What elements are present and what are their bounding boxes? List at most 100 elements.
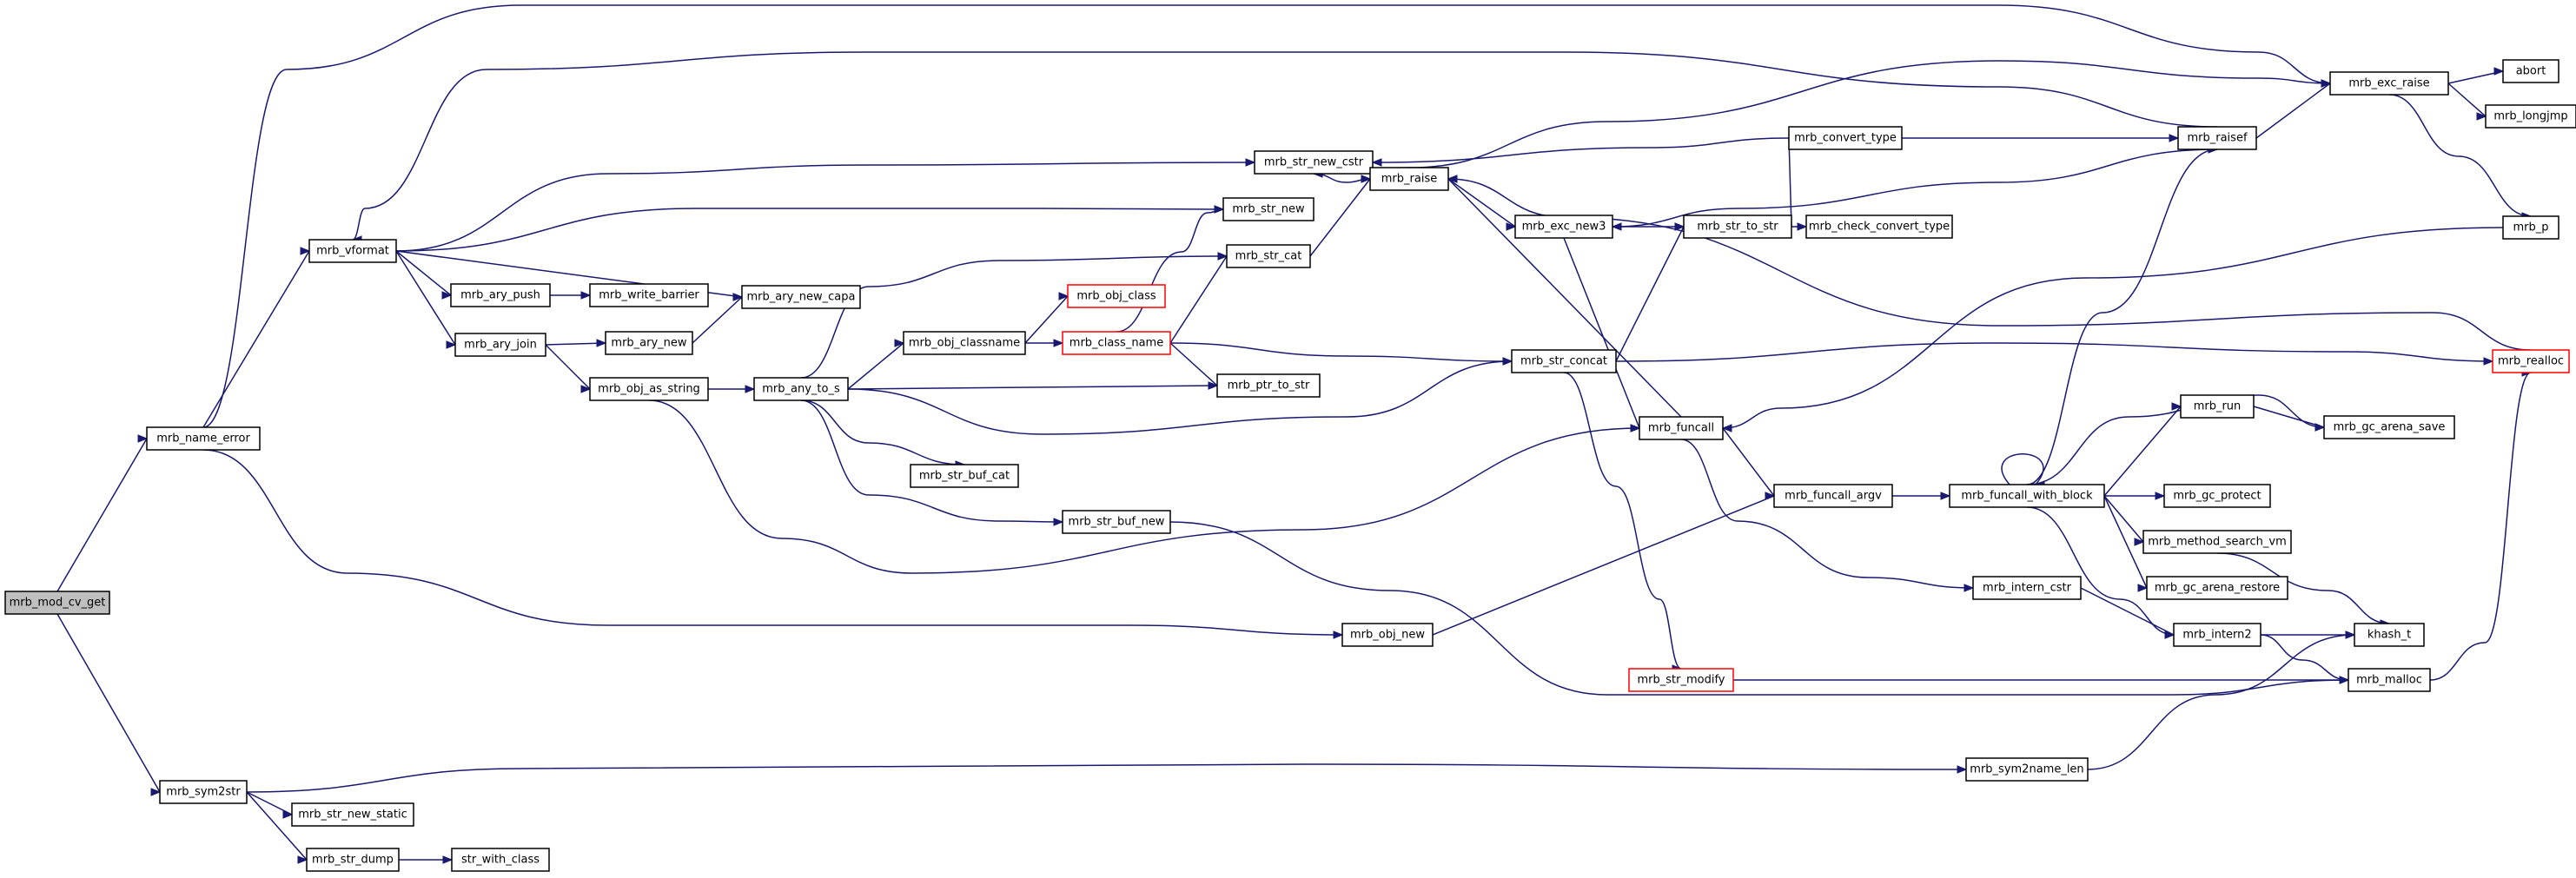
node-mrb-ary-new[interactable]: mrb_ary_new xyxy=(605,331,693,355)
node-box[interactable] xyxy=(1369,167,1449,191)
node-mrb-obj-as-string[interactable]: mrb_obj_as_string xyxy=(589,377,709,401)
node-mrb-name-error[interactable]: mrb_name_error xyxy=(146,426,261,451)
node-box[interactable] xyxy=(306,848,400,872)
node-mrb-check-convert-type[interactable]: mrb_check_convert_type xyxy=(1805,215,1953,239)
node-mrb-str-dump[interactable]: mrb_str_dump xyxy=(306,848,400,872)
node-box[interactable] xyxy=(1683,215,1792,239)
node-mrb-funcall-with-block[interactable]: mrb_funcall_with_block xyxy=(1949,484,2105,508)
node-box[interactable] xyxy=(1965,757,2089,782)
node-box[interactable] xyxy=(910,464,1019,488)
node-box[interactable] xyxy=(1788,126,1903,150)
node-box[interactable] xyxy=(159,780,248,804)
node-box[interactable] xyxy=(2329,71,2449,96)
node-mrb-funcall[interactable]: mrb_funcall xyxy=(1639,416,1724,440)
node-box[interactable] xyxy=(2323,415,2455,439)
node-box[interactable] xyxy=(1226,244,1311,268)
node-box[interactable] xyxy=(450,283,551,307)
node-mrb-str-buf-new[interactable]: mrb_str_buf_new xyxy=(1062,510,1171,534)
node-box[interactable] xyxy=(2502,59,2559,83)
node-box[interactable] xyxy=(454,333,546,357)
node-mrb-gc-protect[interactable]: mrb_gc_protect xyxy=(2163,484,2271,508)
node-box[interactable] xyxy=(589,377,709,401)
node-box[interactable] xyxy=(2142,530,2292,554)
node-box[interactable] xyxy=(1805,215,1953,239)
node-box[interactable] xyxy=(1062,510,1171,534)
node-mrb-ptr-to-str[interactable]: mrb_ptr_to_str xyxy=(1216,373,1321,398)
node-mrb-obj-classname[interactable]: mrb_obj_classname xyxy=(903,331,1026,355)
node-mrb-raise[interactable]: mrb_raise xyxy=(1369,167,1449,191)
node-box[interactable] xyxy=(1511,349,1617,373)
node-mrb-class-name[interactable]: mrb_class_name xyxy=(1062,331,1171,355)
node-box[interactable] xyxy=(4,591,110,615)
node-mrb-method-search-vm[interactable]: mrb_method_search_vm xyxy=(2142,530,2292,554)
node-box[interactable] xyxy=(2485,104,2576,129)
node-mrb-longjmp[interactable]: mrb_longjmp xyxy=(2485,104,2576,129)
node-mrb-gc-arena-restore[interactable]: mrb_gc_arena_restore xyxy=(2146,576,2288,600)
node-box[interactable] xyxy=(2163,484,2271,508)
node-mrb-gc-arena-save[interactable]: mrb_gc_arena_save xyxy=(2323,415,2455,439)
node-mrb-intern-cstr[interactable]: mrb_intern_cstr xyxy=(1972,576,2082,600)
node-box[interactable] xyxy=(2173,623,2261,647)
node-mrb-str-new-static[interactable]: mrb_str_new_static xyxy=(291,802,414,827)
node-box[interactable] xyxy=(741,285,861,309)
node-mrb-ary-push[interactable]: mrb_ary_push xyxy=(450,283,551,307)
node-mrb-exc-new3[interactable]: mrb_exc_new3 xyxy=(1514,215,1613,239)
node-box[interactable] xyxy=(451,848,550,872)
node-mrb-p[interactable]: mrb_p xyxy=(2502,215,2559,240)
node-mrb-raisef[interactable]: mrb_raisef xyxy=(2177,126,2257,150)
node-mrb-intern2[interactable]: mrb_intern2 xyxy=(2173,623,2261,647)
node-box[interactable] xyxy=(1067,284,1166,308)
node-box[interactable] xyxy=(2348,668,2431,692)
node-box[interactable] xyxy=(1628,668,1734,692)
node-box[interactable] xyxy=(146,426,261,451)
node-box[interactable] xyxy=(2177,126,2257,150)
node-box[interactable] xyxy=(1341,623,1434,647)
node-mrb-str-to-str[interactable]: mrb_str_to_str xyxy=(1683,215,1792,239)
node-box[interactable] xyxy=(1639,416,1724,440)
node-box[interactable] xyxy=(1062,331,1171,355)
node-box[interactable] xyxy=(2180,394,2255,419)
node-mrb-vformat[interactable]: mrb_vformat xyxy=(308,239,397,263)
node-box[interactable] xyxy=(605,331,693,355)
node-mrb-exc-raise[interactable]: mrb_exc_raise xyxy=(2329,71,2449,96)
node-mrb-str-concat[interactable]: mrb_str_concat xyxy=(1511,349,1617,373)
node-mrb-obj-new[interactable]: mrb_obj_new xyxy=(1341,623,1434,647)
node-mrb-str-modify[interactable]: mrb_str_modify xyxy=(1628,668,1734,692)
node-mrb-str-new[interactable]: mrb_str_new xyxy=(1222,197,1314,221)
node-box[interactable] xyxy=(1773,484,1893,508)
node-box[interactable] xyxy=(1972,576,2082,600)
node-box[interactable] xyxy=(903,331,1026,355)
node-box[interactable] xyxy=(308,239,397,263)
node-box[interactable] xyxy=(753,377,849,401)
node-box[interactable] xyxy=(1949,484,2105,508)
node-box[interactable] xyxy=(1514,215,1613,239)
node-abort[interactable]: abort xyxy=(2502,59,2559,83)
node-box[interactable] xyxy=(1254,150,1374,175)
node-box[interactable] xyxy=(2492,349,2570,373)
node-mrb-str-new-cstr[interactable]: mrb_str_new_cstr xyxy=(1254,150,1374,175)
node-mrb-str-cat[interactable]: mrb_str_cat xyxy=(1226,244,1311,268)
node-mrb-malloc[interactable]: mrb_malloc xyxy=(2348,668,2431,692)
node-mrb-ary-new-capa[interactable]: mrb_ary_new_capa xyxy=(741,285,861,309)
node-mrb-sym2str[interactable]: mrb_sym2str xyxy=(159,780,248,804)
node-mrb-write-barrier[interactable]: mrb_write_barrier xyxy=(589,283,709,307)
node-mrb-any-to-s[interactable]: mrb_any_to_s xyxy=(753,377,849,401)
node-box[interactable] xyxy=(1216,373,1321,398)
node-box[interactable] xyxy=(291,802,414,827)
node-mrb-ary-join[interactable]: mrb_ary_join xyxy=(454,333,546,357)
node-box[interactable] xyxy=(2146,576,2288,600)
node-box[interactable] xyxy=(1222,197,1314,221)
node-box[interactable] xyxy=(589,283,709,307)
node-mrb-realloc[interactable]: mrb_realloc xyxy=(2492,349,2570,373)
node-mrb-str-buf-cat[interactable]: mrb_str_buf_cat xyxy=(910,464,1019,488)
node-str-with-class[interactable]: str_with_class xyxy=(451,848,550,872)
node-mrb-run[interactable]: mrb_run xyxy=(2180,394,2255,419)
node-mrb-convert-type[interactable]: mrb_convert_type xyxy=(1788,126,1903,150)
node-mrb-mod-cv-get[interactable]: mrb_mod_cv_get xyxy=(4,591,110,615)
node-box[interactable] xyxy=(2354,623,2425,647)
node-khash-t[interactable]: khash_t xyxy=(2354,623,2425,647)
node-box[interactable] xyxy=(2502,215,2559,240)
node-mrb-obj-class[interactable]: mrb_obj_class xyxy=(1067,284,1166,308)
node-mrb-funcall-argv[interactable]: mrb_funcall_argv xyxy=(1773,484,1893,508)
node-mrb-sym2name-len[interactable]: mrb_sym2name_len xyxy=(1965,757,2089,782)
